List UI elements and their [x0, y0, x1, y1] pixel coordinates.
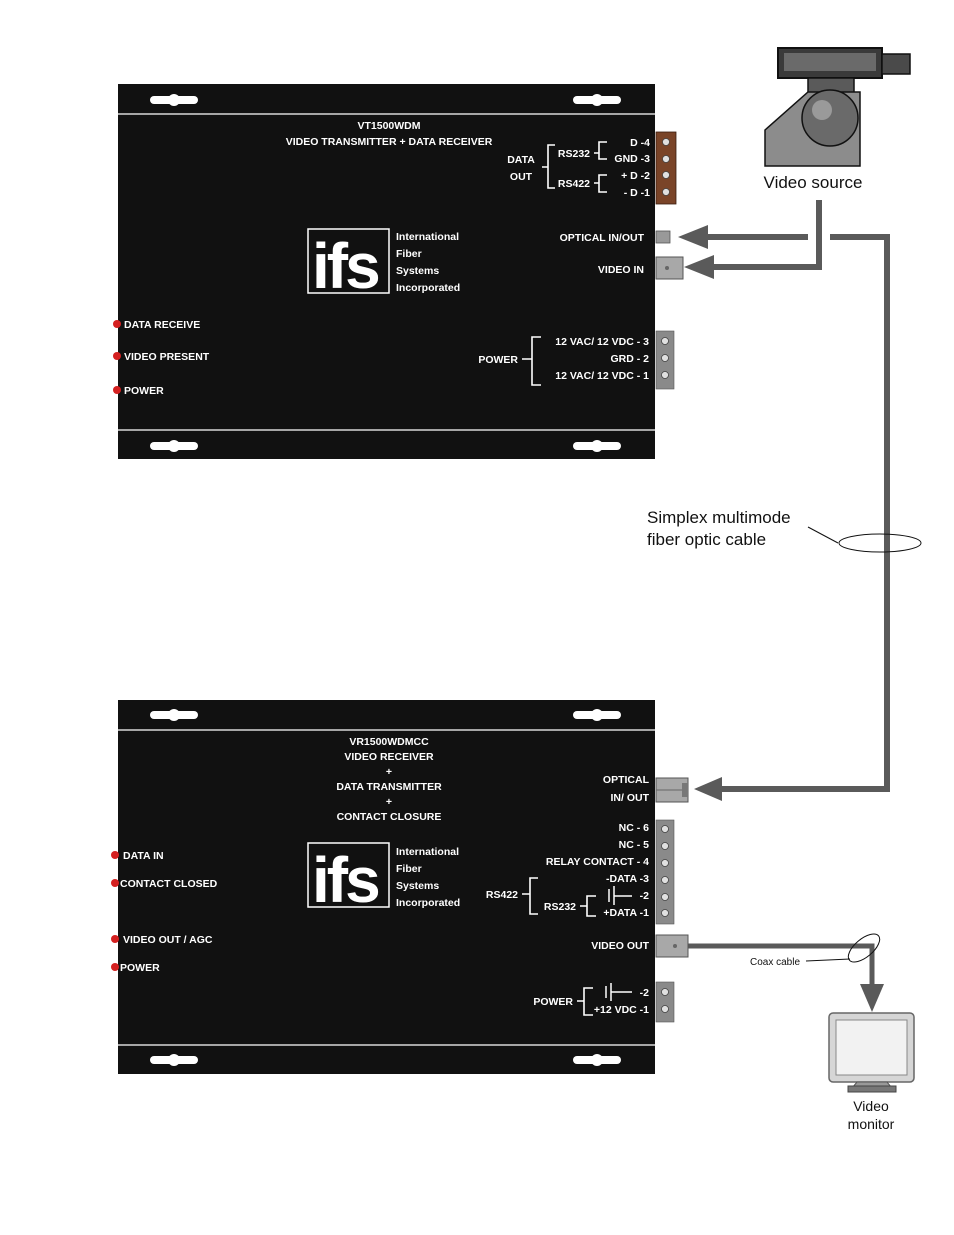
- tx-led-label-data-receive: DATA RECEIVE: [124, 319, 200, 331]
- tx-led-label-power: POWER: [124, 385, 164, 397]
- svg-text:Incorporated: Incorporated: [396, 897, 460, 909]
- tx-power-terminal-3: 12 VAC/ 12 VDC - 3: [555, 336, 649, 348]
- rx-data-terminal-block: [655, 819, 675, 925]
- mounting-slot-icon: [150, 94, 621, 452]
- tx-power-terminal-2: GRD - 2: [610, 353, 649, 365]
- tx-rs232-label: RS232: [558, 148, 590, 160]
- rx-power-terminal-block: [655, 981, 675, 1023]
- rx-led-power: [111, 963, 119, 971]
- video-monitor-icon: [828, 1012, 915, 1093]
- ground-symbol-icon: [608, 886, 632, 905]
- rx-desc-5: CONTACT CLOSURE: [337, 811, 442, 823]
- rx-desc-3: DATA TRANSMITTER: [336, 781, 442, 793]
- rx-model: VR1500WDMCC: [349, 736, 429, 748]
- tx-led-video-present: [113, 352, 121, 360]
- rx-led-data-in: [111, 851, 119, 859]
- svg-text:International: International: [396, 231, 459, 243]
- svg-text:International: International: [396, 846, 459, 858]
- tx-terminal-3: GND -3: [614, 153, 650, 165]
- rx-power-label: POWER: [533, 996, 573, 1008]
- tx-power-terminal-block: [655, 330, 675, 390]
- coax-bundle-marker: [847, 933, 881, 963]
- fiber-bundle-marker: [838, 533, 922, 553]
- svg-text:Systems: Systems: [396, 880, 439, 892]
- tx-led-label-video-present: VIDEO PRESENT: [124, 351, 210, 363]
- rx-rs422-label: RS422: [486, 889, 518, 901]
- svg-text:ifs: ifs: [312, 230, 378, 302]
- tx-terminal-2: + D -2: [621, 170, 650, 182]
- rx-video-out-label: VIDEO OUT: [591, 940, 649, 952]
- rx-desc-1: VIDEO RECEIVER: [344, 751, 434, 763]
- svg-text:ifs: ifs: [312, 844, 378, 916]
- receiver-unit: VR1500WDMCC VIDEO RECEIVER + DATA TRANSM…: [111, 700, 689, 1074]
- tx-video-in-label: VIDEO IN: [598, 264, 644, 276]
- video-camera-icon: [764, 47, 911, 167]
- svg-text:Systems: Systems: [396, 265, 439, 277]
- tx-data-label: DATA: [507, 154, 535, 166]
- rx-terminal-2: -2: [640, 890, 649, 902]
- fiber-label-line2: fiber optic cable: [647, 530, 766, 549]
- tx-model: VT1500WDM: [357, 120, 420, 132]
- rx-optical-label-1: OPTICAL: [603, 774, 650, 786]
- tx-optical-connector: [655, 230, 671, 244]
- tx-description: VIDEO TRANSMITTER + DATA RECEIVER: [286, 136, 493, 148]
- tx-power-label: POWER: [478, 354, 518, 366]
- rx-optical-connector: [655, 777, 689, 803]
- rx-terminal-6: NC - 6: [619, 822, 649, 834]
- ifs-logo: ifs International Fiber Systems Incorpor…: [307, 228, 460, 302]
- fiber-label-line1: Simplex multimode: [647, 508, 791, 527]
- tx-rs422-label: RS422: [558, 178, 590, 190]
- rx-led-contact-closed: [111, 879, 119, 887]
- tx-out-label: OUT: [510, 171, 533, 183]
- rx-led-label-contact-closed: CONTACT CLOSED: [120, 878, 218, 890]
- ground-symbol-icon: [605, 983, 632, 1001]
- tx-power-terminal-1: 12 VAC/ 12 VDC - 1: [555, 370, 649, 382]
- rx-terminal-4: RELAY CONTACT - 4: [546, 856, 649, 868]
- rx-terminal-1: +DATA -1: [603, 907, 649, 919]
- rx-led-label-data-in: DATA IN: [123, 850, 164, 862]
- rx-desc-4: +: [386, 796, 392, 808]
- rx-terminal-5: NC - 5: [619, 839, 649, 851]
- tx-bnc-connector: [655, 256, 684, 280]
- rx-bnc-connector: [655, 934, 689, 958]
- rx-rs232-label: RS232: [544, 901, 576, 913]
- monitor-label-line1: Video: [853, 1098, 889, 1114]
- rx-power-terminal-1: +12 VDC -1: [594, 1004, 649, 1016]
- video-source-label: Video source: [764, 173, 863, 192]
- monitor-label-line2: monitor: [848, 1116, 895, 1132]
- transmitter-unit: VT1500WDM VIDEO TRANSMITTER + DATA RECEI…: [113, 84, 684, 459]
- tx-led-power: [113, 386, 121, 394]
- rx-led-label-video-out-agc: VIDEO OUT / AGC: [123, 934, 213, 946]
- rx-optical-label-2: IN/ OUT: [611, 792, 650, 804]
- rx-terminal-3: -DATA -3: [606, 873, 649, 885]
- tx-terminal-4: D -4: [630, 137, 650, 149]
- svg-text:Fiber: Fiber: [396, 248, 422, 260]
- rx-led-video-out-agc: [111, 935, 119, 943]
- tx-terminal-1: - D -1: [624, 187, 650, 199]
- svg-text:Incorporated: Incorporated: [396, 282, 460, 294]
- rx-desc-2: +: [386, 766, 392, 778]
- rx-power-terminal-2: -2: [640, 987, 649, 999]
- mounting-slot-icon: [150, 709, 621, 1066]
- fiber-cable: [678, 225, 890, 801]
- coax-cable: [688, 943, 884, 1012]
- rx-led-label-power: POWER: [120, 962, 160, 974]
- ifs-logo: ifs International Fiber Systems Incorpor…: [307, 842, 460, 916]
- svg-text:Fiber: Fiber: [396, 863, 422, 875]
- video-source-cable: [684, 200, 822, 279]
- coax-label: Coax cable: [750, 957, 800, 968]
- tx-optical-label: OPTICAL IN/OUT: [560, 232, 645, 244]
- tx-data-terminal-block: [655, 131, 677, 205]
- tx-led-data-receive: [113, 320, 121, 328]
